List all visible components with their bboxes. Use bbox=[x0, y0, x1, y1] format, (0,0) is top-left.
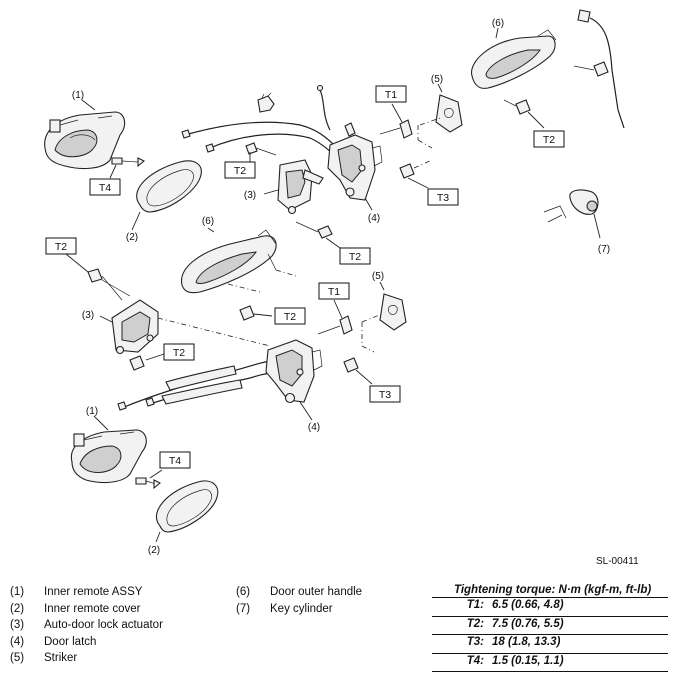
torque-table-title: Tightening torque: N·m (kgf-m, ft-lb) bbox=[432, 584, 668, 598]
door-latch-bottom: (4) bbox=[265, 339, 323, 433]
torque-tag-t1-bottom: T1 bbox=[318, 282, 350, 300]
legend-row: (3)Auto-door lock actuator bbox=[10, 619, 163, 631]
inner-remote-assy-bottom: (1) bbox=[70, 406, 147, 484]
svg-text:T3: T3 bbox=[379, 389, 391, 401]
bolt-t2-bottom-left bbox=[65, 253, 131, 301]
key-cylinder: (7) bbox=[543, 189, 610, 255]
svg-text:T4: T4 bbox=[169, 455, 181, 467]
bolt-t3-top bbox=[399, 159, 433, 189]
callout-2-bottom: (2) bbox=[148, 545, 160, 556]
bolt-t2-top-left bbox=[245, 142, 277, 162]
callout-3-bottom: (3) bbox=[82, 310, 94, 321]
callout-4-bottom: (4) bbox=[308, 422, 320, 433]
svg-text:T2: T2 bbox=[55, 241, 67, 253]
door-latch-top: (4) bbox=[327, 122, 383, 224]
actuator-bottom: (3) bbox=[82, 299, 271, 355]
legend-row: (6)Door outer handle bbox=[236, 586, 363, 598]
striker-top: (5) bbox=[417, 74, 463, 149]
callout-6-top: (6) bbox=[492, 18, 504, 29]
torque-row: T1:6.5 (0.66, 4.8) bbox=[432, 598, 668, 617]
legend-row: (5)Striker bbox=[10, 652, 78, 664]
svg-text:T2: T2 bbox=[543, 134, 555, 146]
door-outer-handle-top: (6) bbox=[471, 18, 557, 89]
exploded-parts-diagram: (1) T4 (2) (4) bbox=[44, 9, 625, 556]
torque-tag-t3-top: T3 bbox=[427, 188, 459, 206]
inner-remote-cover-bottom: (2) bbox=[148, 480, 219, 556]
torque-tag-t4-top: T4 bbox=[89, 178, 121, 196]
torque-tag-t2-handle: T2 bbox=[533, 130, 565, 148]
screw-t1-top bbox=[379, 103, 413, 139]
callout-3-top: (3) bbox=[244, 190, 256, 201]
callout-2-top: (2) bbox=[126, 232, 138, 243]
torque-table: Tightening torque: N·m (kgf-m, ft-lb) T1… bbox=[432, 584, 668, 672]
torque-tag-t2-bottom-handle: T2 bbox=[274, 307, 306, 325]
torque-tag-t4-bottom: T4 bbox=[159, 451, 191, 469]
parts-legend-right: (6)Door outer handle (7)Key cylinder bbox=[236, 584, 362, 617]
striker-bottom: (5) bbox=[361, 271, 407, 353]
svg-text:T2: T2 bbox=[284, 311, 296, 323]
screw-t4-bottom bbox=[135, 469, 163, 490]
svg-text:T1: T1 bbox=[328, 286, 340, 298]
torque-tag-t3-bottom: T3 bbox=[369, 385, 401, 403]
legend-row: (7)Key cylinder bbox=[236, 602, 333, 615]
screw-t4-top bbox=[109, 157, 145, 179]
torque-row: T4:1.5 (0.15, 1.1) bbox=[432, 654, 668, 672]
clip-top bbox=[257, 92, 275, 113]
torque-tag-t2-top-right: T2 bbox=[339, 247, 371, 265]
parts-legend-left: (1)Inner remote ASSY (2)Inner remote cov… bbox=[10, 584, 163, 667]
key-cylinder-rod bbox=[577, 9, 625, 129]
bolt-t3-bottom bbox=[343, 357, 373, 385]
torque-tag-t2-bottom-left: T2 bbox=[45, 237, 77, 255]
callout-4-top: (4) bbox=[368, 213, 380, 224]
torque-row: T2:7.5 (0.76, 5.5) bbox=[432, 617, 668, 635]
legend-row: (1)Inner remote ASSY bbox=[10, 586, 143, 598]
actuator-top: (3) bbox=[244, 159, 324, 215]
door-outer-handle-bottom: (6) bbox=[181, 216, 297, 294]
svg-text:T4: T4 bbox=[99, 182, 111, 194]
torque-tag-t1-top: T1 bbox=[375, 85, 407, 103]
bolt-t2-top-right bbox=[295, 221, 341, 249]
callout-6-bottom: (6) bbox=[202, 216, 214, 227]
svg-text:T1: T1 bbox=[385, 89, 397, 101]
legend-row: (4)Door latch bbox=[10, 635, 97, 648]
callout-1-bottom: (1) bbox=[86, 406, 98, 417]
cables-top bbox=[181, 84, 343, 166]
callout-7: (7) bbox=[598, 244, 610, 255]
torque-row: T3:18 (1.8, 13.3) bbox=[432, 635, 668, 654]
svg-text:T2: T2 bbox=[349, 251, 361, 263]
figure-code: SL-00411 bbox=[596, 556, 639, 567]
svg-text:T2: T2 bbox=[234, 165, 246, 177]
screw-t1-bottom bbox=[317, 299, 353, 335]
svg-text:T2: T2 bbox=[173, 347, 185, 359]
bolt-t2-actuator-bottom bbox=[129, 353, 165, 371]
bolt-t2-handle-top bbox=[503, 61, 609, 129]
callout-5-bottom: (5) bbox=[372, 271, 384, 282]
inner-remote-cover-top: (2) bbox=[126, 160, 202, 243]
torque-tag-t2-top-left: T2 bbox=[224, 161, 256, 179]
callout-5-top: (5) bbox=[431, 74, 443, 85]
cables-bottom bbox=[117, 359, 285, 411]
svg-text:T3: T3 bbox=[437, 192, 449, 204]
torque-tag-t2-bottom-actuator: T2 bbox=[163, 343, 195, 361]
legend-row: (2)Inner remote cover bbox=[10, 602, 141, 615]
bolt-t2-handle-bottom bbox=[239, 305, 273, 321]
callout-1-top: (1) bbox=[72, 90, 84, 101]
inner-remote-assy-top: (1) bbox=[44, 90, 126, 170]
